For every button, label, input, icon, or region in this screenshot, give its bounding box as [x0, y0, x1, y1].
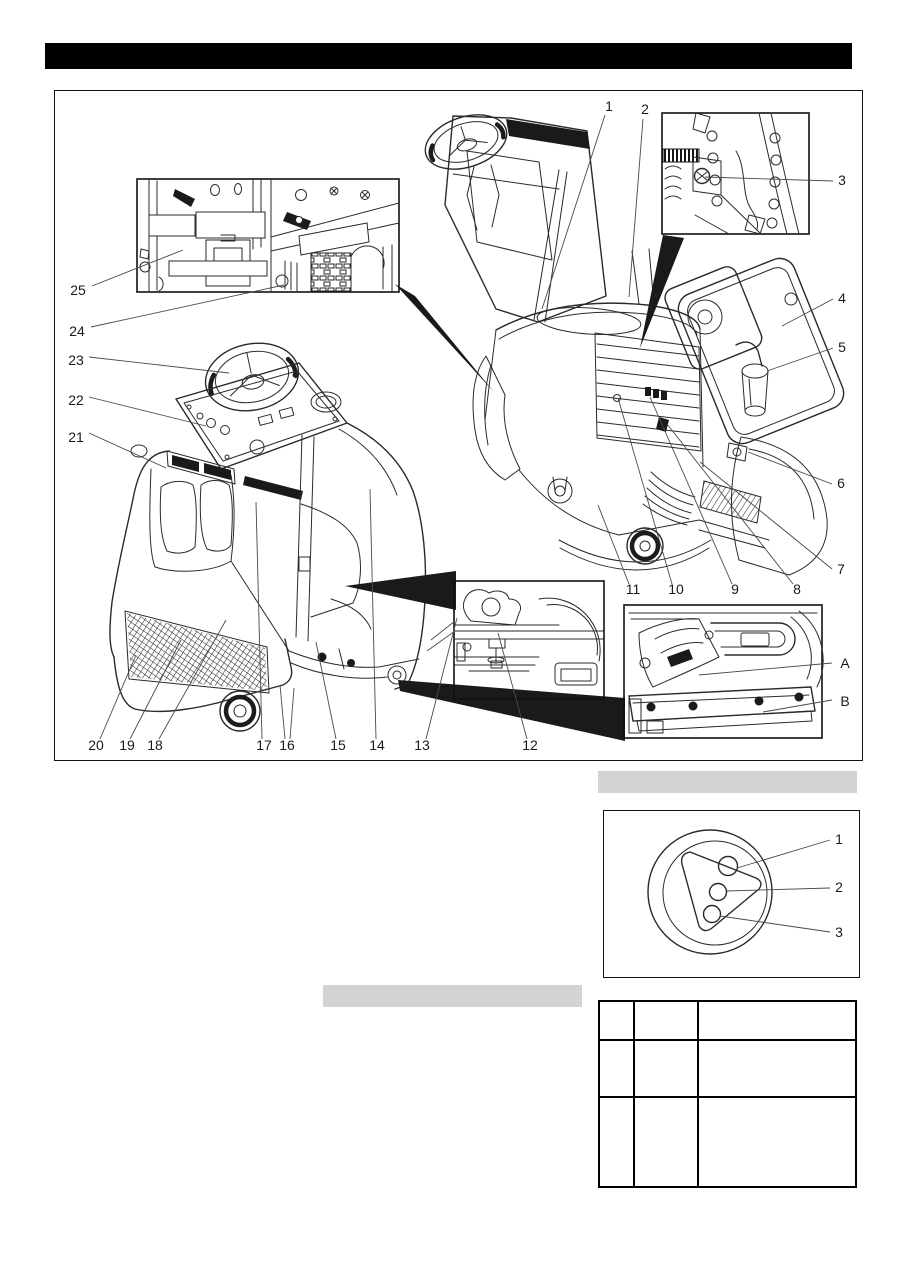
table-cell: [598, 1039, 635, 1098]
callout-3: 3: [838, 172, 846, 188]
callout-14: 14: [369, 737, 385, 753]
table-cell: [633, 1039, 699, 1098]
callout-leader-lines: [88, 114, 834, 740]
inset-lift-mechanism-detail: [623, 604, 824, 739]
machine-front-view-drawing: [424, 114, 845, 576]
callout-labels: 1 2 3 4 5 6 7 8 9 10 11 12 13 14 15 16 1…: [68, 98, 850, 753]
table-cell: [598, 1096, 635, 1188]
callout-18: 18: [147, 737, 163, 753]
table-cell: [697, 1039, 857, 1098]
inset-brush-deck-detail: [136, 178, 400, 293]
callout-2: 2: [641, 101, 649, 117]
callout-19: 19: [119, 737, 135, 753]
callout-22: 22: [68, 392, 84, 408]
callout-8: 8: [793, 581, 801, 597]
table-cell: [598, 1000, 635, 1041]
main-figure: 1 2 3 4 5 6 7 8 9 10 11 12 13 14 15 16 1…: [54, 90, 863, 761]
section-heading-right: [598, 771, 857, 793]
callout-10: 10: [668, 581, 684, 597]
table-cell: [697, 1096, 857, 1188]
callout-A: A: [840, 655, 850, 671]
callout-23: 23: [68, 352, 84, 368]
pin-callout-1: 1: [835, 831, 843, 847]
callout-6: 6: [837, 475, 845, 491]
callout-12: 12: [522, 737, 538, 753]
table-row: [598, 1000, 857, 1041]
callout-11: 11: [626, 581, 641, 597]
table-row: [598, 1039, 857, 1098]
connector-pin-diagram: 1 2 3: [647, 829, 843, 955]
table-cell: [633, 1096, 699, 1188]
table-cell: [633, 1000, 699, 1041]
inset-screw-detail: [661, 112, 810, 235]
callout-21: 21: [68, 429, 84, 445]
callout-13: 13: [414, 737, 430, 753]
table-row: [598, 1096, 857, 1188]
callout-17: 17: [256, 737, 272, 753]
machine-rear-view-drawing: [109, 342, 427, 732]
callout-24: 24: [69, 323, 85, 339]
table-cell: [697, 1000, 857, 1041]
callout-16: 16: [279, 737, 295, 753]
pin-callout-3: 3: [835, 924, 843, 940]
callout-25: 25: [70, 282, 86, 298]
callout-1: 1: [605, 98, 613, 114]
chapter-header-bar: [45, 43, 852, 69]
callout-4: 4: [838, 290, 846, 306]
machine-diagram: 1 2 3 4 5 6 7 8 9 10 11 12 13 14 15 16 1…: [68, 98, 850, 753]
callout-7: 7: [837, 561, 845, 577]
callout-15: 15: [330, 737, 346, 753]
pin-callout-2: 2: [835, 879, 843, 895]
section-heading-left: [323, 985, 582, 1007]
callout-5: 5: [838, 339, 846, 355]
callout-B: B: [840, 693, 849, 709]
parts-table: [598, 1000, 857, 1188]
connector-figure: 1 2 3: [603, 810, 860, 978]
callout-20: 20: [88, 737, 104, 753]
callout-9: 9: [731, 581, 739, 597]
inset-squeegee-mount-detail: [426, 580, 605, 700]
